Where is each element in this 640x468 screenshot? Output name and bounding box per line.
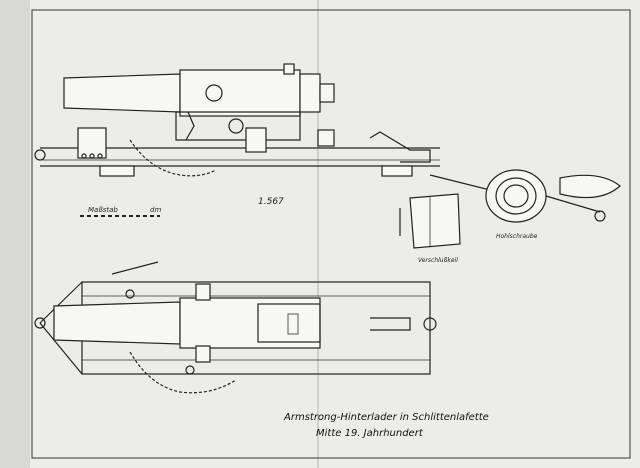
rear-bracket	[245, 127, 267, 153]
caption-line2: Mitte 19. Jahrhundert	[316, 428, 424, 439]
breech-wedge-detail: Verschlußkeil	[399, 193, 461, 264]
caption-line1: Armstrong-Hinterlader in Schlittenlafett…	[283, 412, 489, 423]
plan-barrel	[53, 301, 181, 345]
pencil-note: 1.567	[258, 197, 284, 207]
plan-front-pivot	[34, 317, 46, 329]
breech-wedge	[409, 193, 461, 249]
scale-bar: Maßstab dm	[80, 206, 161, 217]
barrel-muzzle	[63, 73, 181, 113]
scale-label: Maßstab	[88, 206, 118, 214]
breech-screw-detail: Hohlschraube	[485, 169, 621, 240]
trunnion	[205, 84, 223, 102]
barrel-reinforce	[179, 69, 301, 117]
elevating-wheel	[228, 118, 244, 134]
hohlschraube-label: Hohlschraube	[496, 233, 538, 240]
drawing-border	[31, 9, 631, 459]
rear-stop	[369, 131, 431, 163]
screw-handle	[559, 174, 621, 199]
plan-view	[34, 261, 437, 394]
scale-unit: dm	[150, 206, 161, 214]
rope-plan	[129, 351, 237, 394]
paper-left-edge	[0, 0, 30, 468]
side-elevation	[34, 63, 511, 196]
front-pivot	[34, 149, 46, 161]
caption: Armstrong-Hinterlader in Schlittenlafett…	[283, 412, 489, 439]
carriage-cheek	[175, 111, 301, 141]
breech	[299, 73, 321, 113]
verschlusskeil-label: Verschlußkeil	[418, 257, 458, 264]
sight	[283, 63, 295, 75]
breech-screw	[319, 83, 335, 103]
rope-side	[129, 139, 217, 177]
plan-reinforce	[179, 297, 321, 349]
